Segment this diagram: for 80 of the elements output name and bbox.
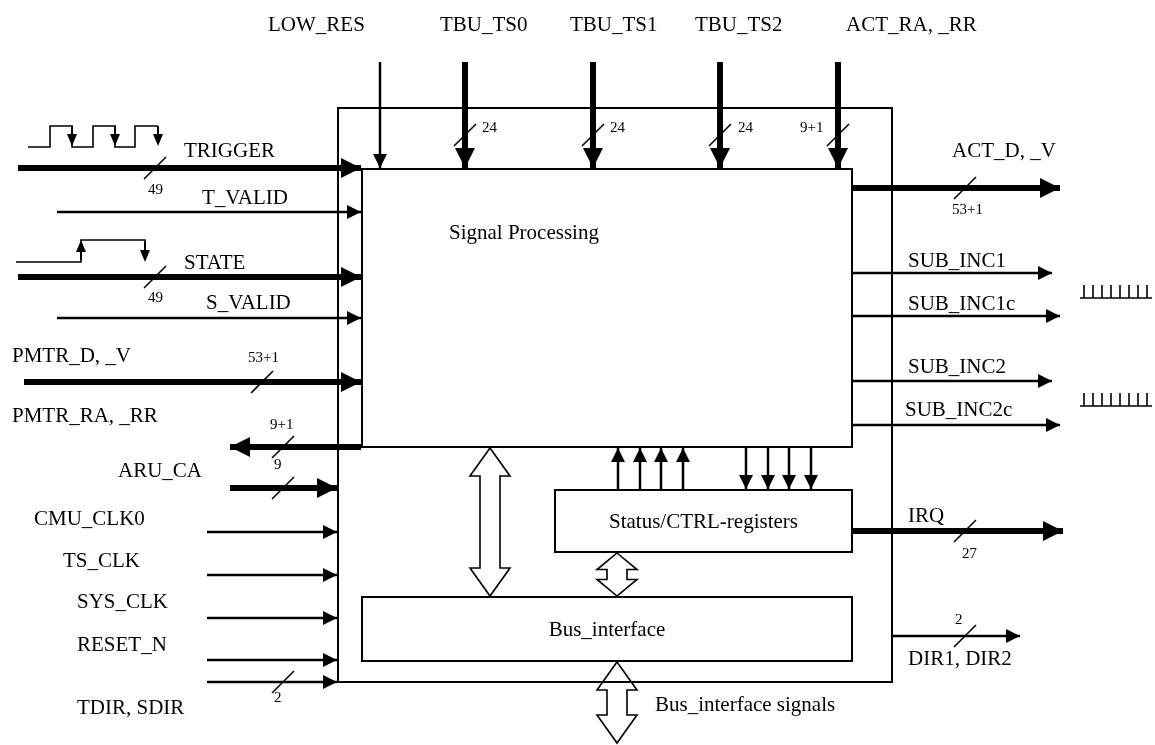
signal-label: SUB_INC1c: [908, 293, 1016, 314]
signal-label: PMTR_D, _V: [12, 345, 132, 366]
signal-label: SUB_INC1: [908, 250, 1007, 271]
bus-width-label: 9+1: [800, 120, 824, 135]
signal-label: TBU_TS0: [440, 14, 528, 35]
processing-block: [361, 168, 853, 448]
arrow: [893, 629, 1020, 643]
arrow: [18, 267, 361, 287]
arrow: [207, 568, 337, 582]
double-arrow: [594, 551, 640, 598]
bus-width-label: 24: [610, 120, 625, 135]
arrow: [853, 309, 1060, 323]
block-title: Bus_interface: [548, 616, 666, 642]
bus-width-label: 53+1: [248, 350, 279, 365]
arrow: [207, 675, 337, 689]
bus-width-label: 9+1: [270, 417, 294, 432]
arrow: [455, 62, 475, 168]
arrow: [739, 448, 753, 489]
double-arrow: [595, 660, 639, 745]
signal-label: TBU_TS2: [695, 14, 783, 35]
bus-width-label: 27: [962, 546, 977, 561]
bus-width-label: 9: [274, 457, 282, 472]
arrow: [676, 448, 690, 489]
signal-label: SYS_CLK: [77, 591, 169, 612]
arrow: [782, 448, 796, 489]
arrow: [24, 372, 361, 392]
arrow: [633, 448, 647, 489]
arrow: [207, 525, 337, 539]
bus-width-label: 49: [148, 182, 163, 197]
arrow: [373, 62, 387, 168]
signal-label: IRQ: [908, 505, 945, 526]
signal-label: PMTR_RA, _RR: [12, 405, 158, 426]
signal-label: S_VALID: [206, 292, 291, 313]
signal-label: TS_CLK: [63, 550, 140, 571]
signal-label: STATE: [184, 252, 246, 273]
bus-width-label: 53+1: [952, 202, 983, 217]
arrow: [654, 448, 668, 489]
signal-label: T_VALID: [202, 187, 288, 208]
arrow: [18, 158, 361, 178]
arrow: [853, 374, 1052, 388]
register-block: [554, 489, 853, 553]
module-block: [337, 107, 893, 683]
arrow: [230, 478, 337, 498]
arrow: [828, 62, 848, 168]
signal-label: TDIR, SDIR: [77, 697, 185, 718]
signal-label: TBU_TS1: [570, 14, 658, 35]
arrow: [853, 178, 1060, 198]
arrow: [611, 448, 625, 489]
arrow: [804, 448, 818, 489]
block-title: Status/CTRL-registers: [609, 508, 798, 534]
block-title: Signal Processing: [449, 220, 599, 245]
signal-label: TRIGGER: [184, 140, 275, 161]
signal-label: ARU_CA: [118, 460, 202, 481]
bus-width-label: 24: [738, 120, 753, 135]
signal-label: ACT_RA, _RR: [846, 14, 977, 35]
arrow: [853, 266, 1052, 280]
arrow: [207, 611, 337, 625]
arrow: [710, 62, 730, 168]
arrow: [761, 448, 775, 489]
arrow: [57, 205, 361, 219]
signal-label: ACT_D, _V: [952, 140, 1056, 161]
arrow: [583, 62, 603, 168]
signal-label: Bus_interface signals: [655, 694, 836, 715]
arrow: [57, 311, 361, 325]
signal-label: DIR1, DIR2: [908, 648, 1012, 669]
double-arrow: [468, 446, 512, 598]
bus-width-label: 2: [955, 612, 963, 627]
bus-width-label: 24: [482, 120, 497, 135]
arrow: [207, 653, 337, 667]
signal-label: SUB_INC2c: [905, 399, 1013, 420]
bus-width-label: 49: [148, 290, 163, 305]
arrow: [230, 437, 361, 457]
arrow: [853, 521, 1063, 541]
signal-label: SUB_INC2: [908, 356, 1007, 377]
interface-block: [361, 596, 853, 662]
signal-label: CMU_CLK0: [34, 508, 145, 529]
bus-width-label: 2: [274, 690, 282, 705]
signal-label: LOW_RES: [268, 14, 365, 35]
signal-label: RESET_N: [77, 634, 167, 655]
arrow: [853, 418, 1060, 432]
